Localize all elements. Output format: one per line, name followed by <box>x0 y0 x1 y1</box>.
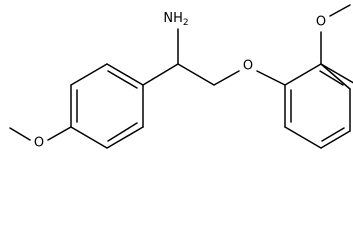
amine-label: NH2 <box>163 11 188 28</box>
ring-to-ch-bond <box>142 63 179 86</box>
right-benzene-ring <box>284 63 353 149</box>
left-methoxy-oxygen-label: O <box>34 136 44 151</box>
ether-to-ring-bond <box>256 70 286 86</box>
amine-subscript: 2 <box>183 18 189 28</box>
amine-nh-text: NH <box>163 11 183 26</box>
structure-diagram: O NH2 O O <box>9 4 353 151</box>
molecule-drawing: O NH2 O O <box>9 4 353 151</box>
right-methoxy-oxygen-label: O <box>316 15 326 30</box>
ch-to-ch2-bond <box>177 63 215 86</box>
right-methoxy-group: O <box>316 4 351 65</box>
ether-oxygen-label: O <box>243 59 253 74</box>
left-methoxy-group: O <box>9 126 72 151</box>
ch2-to-ether-bond <box>213 70 240 86</box>
left-benzene-ring <box>70 63 144 149</box>
amine-group: NH2 <box>163 11 189 65</box>
